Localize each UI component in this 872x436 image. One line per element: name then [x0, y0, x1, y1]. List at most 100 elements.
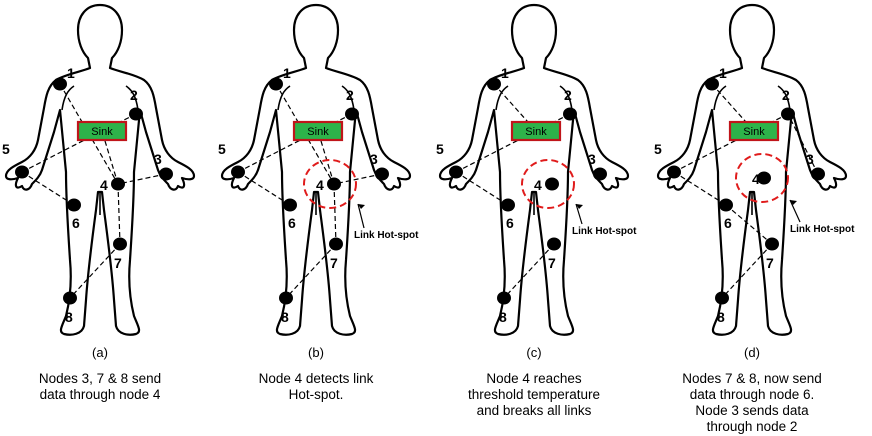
node-label-5: 5	[654, 141, 662, 157]
link-line	[725, 204, 773, 245]
node-label-6: 6	[72, 215, 80, 231]
arm-crease	[559, 85, 573, 111]
node-label-1: 1	[283, 65, 291, 81]
node-label-7: 7	[330, 255, 338, 271]
sink-node	[728, 120, 780, 142]
link-line	[721, 243, 773, 299]
node-label-3: 3	[154, 151, 162, 167]
arm-crease	[713, 85, 727, 111]
node-label-1: 1	[501, 65, 509, 81]
caption-line: and breaks all links	[477, 403, 592, 418]
caption-line: Nodes 3, 7 & 8 send	[39, 371, 161, 386]
caption-line: Node 4 reaches	[486, 371, 582, 386]
node-label-6: 6	[724, 215, 732, 231]
caption-line: threshold temperature	[468, 387, 600, 402]
hotspot-arrow	[357, 203, 365, 229]
sensor-node-8	[279, 291, 293, 305]
sensor-node-4	[545, 177, 559, 191]
node-label-8: 8	[281, 309, 289, 325]
sink-label: Sink	[743, 126, 765, 138]
node-label-4: 4	[534, 177, 542, 193]
arrow-head-icon	[790, 200, 797, 205]
caption-line: through node 2	[707, 419, 798, 434]
sensor-node-6	[501, 198, 515, 212]
link-line	[101, 130, 119, 185]
node-label-2: 2	[782, 87, 790, 103]
node-label-4: 4	[316, 177, 324, 193]
sensor-node-5	[231, 165, 245, 179]
hotspot-ring	[735, 153, 789, 203]
sensor-node-3	[159, 167, 173, 181]
sensor-node-1	[705, 77, 719, 91]
arm-crease	[495, 85, 509, 111]
hotspot-ring	[303, 159, 357, 209]
sensor-node-2	[345, 107, 359, 121]
sink-label: Sink	[307, 126, 329, 138]
caption-line: Hot-spot.	[289, 387, 344, 402]
link-line	[333, 183, 337, 245]
sensor-node-7	[547, 237, 561, 251]
sensor-node-2	[563, 107, 577, 121]
node-label-2: 2	[564, 87, 572, 103]
sensor-node-2	[781, 107, 795, 121]
sensor-node-6	[67, 198, 81, 212]
sensor-node-1	[269, 77, 283, 91]
link-line	[317, 130, 335, 185]
sensor-node-6	[719, 198, 733, 212]
panel-letter: (b)	[308, 345, 324, 360]
sensor-node-5	[667, 165, 681, 179]
sensor-node-1	[487, 77, 501, 91]
sensor-node-8	[715, 291, 729, 305]
caption-line: Nodes 7 & 8, now send	[682, 371, 822, 386]
hotspot-label: Link Hot-spot	[354, 230, 419, 241]
sensor-node-6	[283, 198, 297, 212]
node-label-6: 6	[288, 215, 296, 231]
node-label-2: 2	[346, 87, 354, 103]
link-line	[117, 173, 167, 185]
hotspot-arrow	[789, 199, 801, 223]
node-label-7: 7	[766, 255, 774, 271]
sensor-node-4	[757, 171, 771, 185]
node-label-3: 3	[588, 151, 596, 167]
sensor-node-4	[327, 177, 341, 191]
sensor-node-7	[765, 237, 779, 251]
sensor-node-4	[111, 177, 125, 191]
sensor-node-3	[593, 167, 607, 181]
link-line	[237, 171, 291, 206]
node-label-6: 6	[506, 215, 514, 231]
arm-crease	[125, 85, 139, 111]
hotspot-label: Link Hot-spot	[790, 224, 855, 235]
node-label-3: 3	[806, 151, 814, 167]
sink-label: Sink	[91, 126, 113, 138]
sink-node	[76, 120, 128, 142]
sensor-node-7	[113, 237, 127, 251]
sensor-node-7	[329, 237, 343, 251]
hotspot-arrow	[575, 203, 583, 225]
node-label-7: 7	[114, 255, 122, 271]
node-label-2: 2	[130, 87, 138, 103]
sensor-node-3	[375, 167, 389, 181]
link-line	[285, 243, 337, 299]
node-label-3: 3	[370, 151, 378, 167]
link-line	[503, 243, 555, 299]
node-label-8: 8	[717, 309, 725, 325]
node-label-8: 8	[499, 309, 507, 325]
node-label-8: 8	[65, 309, 73, 325]
sensor-node-2	[129, 107, 143, 121]
node-label-5: 5	[218, 141, 226, 157]
node-label-5: 5	[2, 141, 10, 157]
sink-label: Sink	[525, 126, 547, 138]
sensor-node-3	[811, 167, 825, 181]
sensor-node-8	[497, 291, 511, 305]
arrow-head-icon	[358, 204, 365, 209]
hotspot-ring	[521, 159, 575, 209]
node-label-1: 1	[67, 65, 75, 81]
link-line	[455, 171, 509, 206]
panel-letter: (d)	[744, 345, 760, 360]
caption-line: data through node 4	[40, 387, 161, 402]
